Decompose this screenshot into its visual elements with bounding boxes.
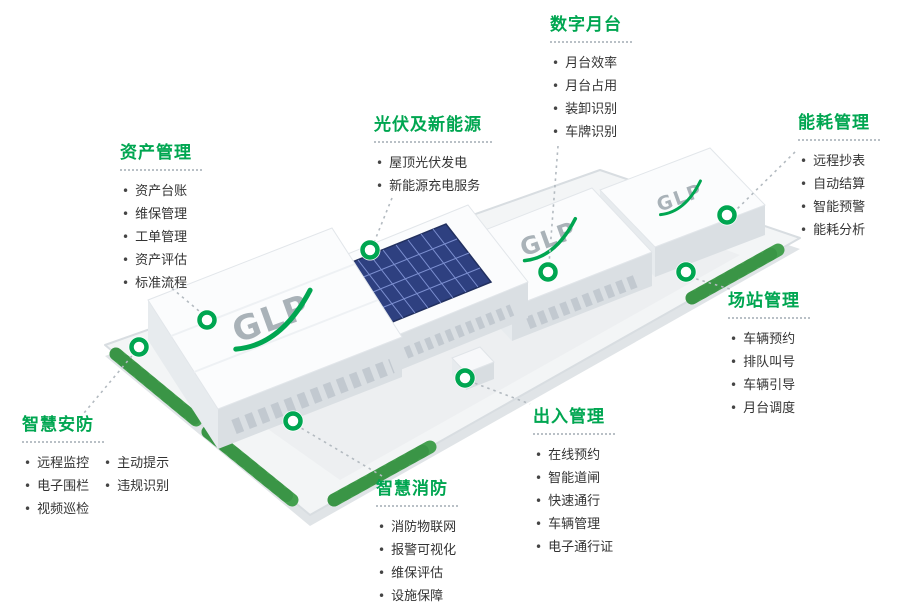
feature-item: 资产台账	[122, 180, 202, 203]
feature-item: 车辆预约	[730, 328, 810, 351]
feature-yard: 场站管理 车辆预约 排队叫号 车辆引导 月台调度	[728, 286, 810, 420]
feature-item: 资产评估	[122, 249, 202, 272]
feature-title: 出入管理	[533, 402, 615, 435]
hedge-texture	[109, 243, 785, 507]
fire-marker-icon	[282, 410, 304, 432]
feature-item: 智能预警	[800, 196, 880, 219]
feature-item: 排队叫号	[730, 351, 810, 374]
feature-item: 新能源充电服务	[376, 175, 492, 198]
feature-item: 违规识别	[104, 475, 184, 498]
feature-photovoltaic: 光伏及新能源 屋顶光伏发电 新能源充电服务	[374, 110, 492, 198]
feature-item: 标准流程	[122, 272, 202, 295]
feature-item: 在线预约	[535, 444, 615, 467]
solar-grid-lines	[355, 228, 481, 319]
warehouse-3-dock-doors	[525, 274, 639, 330]
feature-items: 远程抄表 自动结算 智能预警 能耗分析	[800, 150, 880, 242]
feature-title: 智慧安防	[22, 410, 104, 443]
feature-item: 智能道闸	[535, 467, 615, 490]
feature-items: 消防物联网 报警可视化 维保评估 设施保障	[378, 516, 458, 608]
access-marker-icon	[454, 367, 476, 389]
feature-item: 远程监控	[24, 452, 104, 475]
feature-items: 资产台账 维保管理 工单管理 资产评估 标准流程	[122, 180, 202, 295]
warehouse-4-wall-front	[655, 205, 765, 277]
feature-item: 维保管理	[122, 203, 202, 226]
warehouse-1-wall-left	[148, 300, 218, 449]
digital-dock-marker-icon	[537, 261, 559, 283]
feature-item: 屋顶光伏发电	[376, 152, 492, 175]
feature-item: 主动提示	[104, 452, 184, 475]
feature-title: 资产管理	[120, 138, 202, 171]
feature-items: 远程监控 主动提示 电子围栏 违规识别 视频巡检	[24, 452, 184, 521]
photovoltaic-marker-icon	[359, 239, 381, 261]
feature-item: 快速通行	[535, 490, 615, 513]
feature-asset: 资产管理 资产台账 维保管理 工单管理 资产评估 标准流程	[120, 138, 202, 295]
energy-marker-icon	[716, 204, 738, 226]
feature-item: 报警可视化	[378, 539, 458, 562]
feature-items: 屋顶光伏发电 新能源充电服务	[376, 152, 492, 198]
feature-item: 自动结算	[800, 173, 880, 196]
feature-access: 出入管理 在线预约 智能道闸 快速通行 车辆管理 电子通行证	[533, 402, 615, 559]
yard-marker-icon	[675, 261, 697, 283]
warehouse-3-wall-front	[512, 252, 652, 341]
node-markers	[128, 204, 738, 432]
glp-swoosh-icon	[233, 287, 313, 352]
feature-security: 智慧安防 远程监控 主动提示 电子围栏 违规识别 视频巡检	[22, 410, 184, 521]
connector-security	[83, 350, 137, 414]
connector-photovoltaic	[372, 197, 393, 246]
warehouse-2-dock-doors	[403, 304, 515, 359]
feature-title: 智慧消防	[376, 474, 458, 507]
asset-marker-icon	[196, 309, 218, 331]
feature-item: 月台调度	[730, 397, 810, 420]
feature-item: 维保评估	[378, 562, 458, 585]
feature-items: 月台效率 月台占用 装卸识别 车牌识别	[552, 52, 632, 144]
feature-item: 车辆管理	[535, 513, 615, 536]
connectors	[83, 145, 796, 477]
warehouse-1-dock-doors	[231, 359, 395, 434]
feature-item: 月台效率	[552, 52, 632, 75]
connector-asset	[161, 279, 206, 317]
connector-energy	[733, 151, 796, 213]
feature-item: 装卸识别	[552, 98, 632, 121]
feature-title: 数字月台	[550, 10, 632, 43]
gatehouse-roof	[451, 346, 495, 374]
feature-item: 消防物联网	[378, 516, 458, 539]
connector-yard	[689, 276, 734, 291]
feature-title: 场站管理	[728, 286, 810, 319]
warehouse-4: GLP	[599, 147, 766, 277]
warehouse-4-roof	[599, 147, 766, 248]
feature-title: 光伏及新能源	[374, 110, 492, 143]
glp-swoosh-icon	[522, 216, 578, 263]
feature-digital-dock: 数字月台 月台效率 月台占用 装卸识别 车牌识别	[550, 10, 632, 144]
feature-energy: 能耗管理 远程抄表 自动结算 智能预警 能耗分析	[798, 108, 880, 242]
feature-items: 在线预约 智能道闸 快速通行 车辆管理 电子通行证	[535, 444, 615, 559]
feature-item: 工单管理	[122, 226, 202, 249]
feature-items: 车辆预约 排队叫号 车辆引导 月台调度	[730, 328, 810, 420]
feature-item: 远程抄表	[800, 150, 880, 173]
feature-item: 电子通行证	[535, 536, 615, 559]
feature-item: 车牌识别	[552, 121, 632, 144]
security-marker-icon	[128, 336, 150, 358]
feature-item: 月台占用	[552, 75, 632, 98]
glp-swoosh-icon	[659, 179, 702, 217]
feature-title: 能耗管理	[798, 108, 880, 141]
feature-item: 视频巡检	[24, 498, 104, 521]
connector-digital-dock	[548, 145, 559, 265]
feature-item: 设施保障	[378, 585, 458, 608]
feature-item: 车辆引导	[730, 374, 810, 397]
feature-item: 能耗分析	[800, 219, 880, 242]
hedges	[109, 243, 785, 507]
feature-item: 电子围栏	[24, 475, 104, 498]
feature-fire: 智慧消防 消防物联网 报警可视化 维保评估 设施保障	[376, 474, 458, 608]
connector-access	[468, 380, 531, 405]
